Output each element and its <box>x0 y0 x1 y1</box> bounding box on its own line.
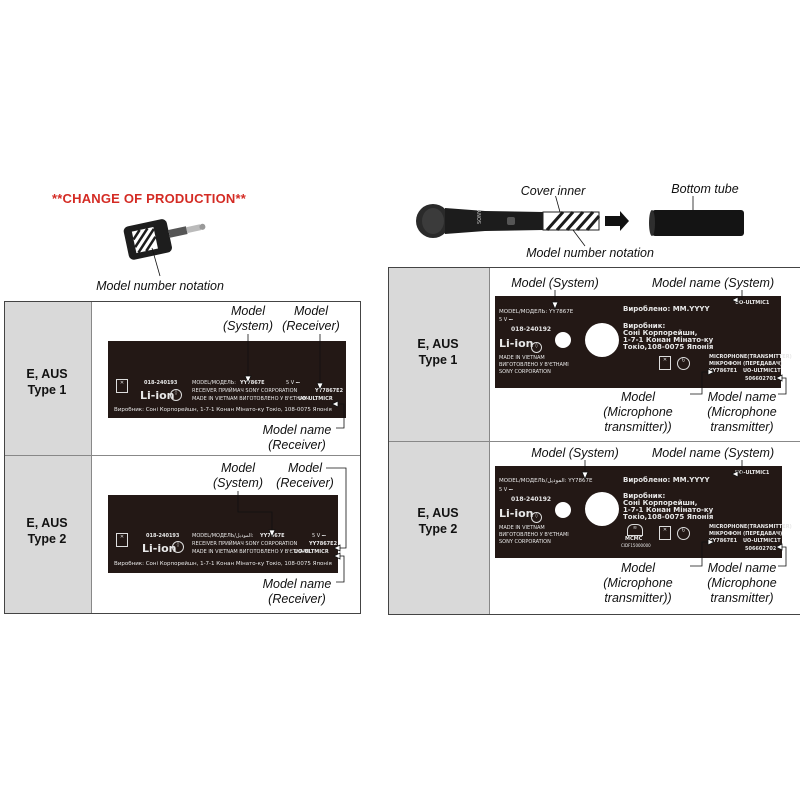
right1-mic-label: MODEL/МОДЕЛЬ: YY7867E 5 V ⎓ 018-240192 L… <box>495 296 792 388</box>
label-hole-small <box>555 332 571 348</box>
right-row1-region: E, AUS Type 1 <box>417 337 459 367</box>
left-row1-header <box>5 302 91 455</box>
right2-callout-model-system: Model (System) <box>531 446 619 460</box>
receiver-model-number-caption: Model number notation <box>96 279 224 293</box>
right2-callout-model-mic: Model (Microphone transmitter)) <box>603 561 673 605</box>
left1-callout-model-system: Model (System) <box>223 304 273 333</box>
left2-callout-model-name: Model name (Receiver) <box>262 577 332 606</box>
label-hole-large <box>585 492 619 526</box>
right2-callout-model-name-system: Model name (System) <box>651 446 775 460</box>
cover-inner-callout: Cover inner <box>520 184 586 198</box>
left-row2-region: E, AUS Type 2 <box>26 516 68 546</box>
left2-callout-model-receiver: Model (Receiver) <box>276 461 334 490</box>
mic-model-number-notation-callout: Model number notation <box>526 246 654 260</box>
bottom-tube-callout: Bottom tube <box>671 182 739 196</box>
label-hole-small <box>555 502 571 518</box>
recycle-icon: ↻ <box>677 357 690 370</box>
recycle-small-icon: ◊ <box>531 342 542 353</box>
left1-receiver-label: 018-240193 MODEL/МОДЕЛЬ: YY7867E 5 V ⎓ R… <box>108 341 346 418</box>
recycle-small-icon: ◊ <box>531 512 542 523</box>
right-row1-header <box>389 268 489 441</box>
recycle-icon: ◊ <box>170 389 182 401</box>
weee-bin-icon: ✕ <box>659 526 671 540</box>
right2-callout-name-mic: Model name (Microphone transmitter) <box>707 561 777 605</box>
right-row2-header <box>389 442 489 614</box>
weee-bin-icon: ✕ <box>659 356 671 370</box>
right1-callout-model-name-system: Model name (System) <box>651 276 775 290</box>
left2-receiver-label: 018-240193 MODEL/МОДЕЛЬ/الموديل: YY7867E… <box>108 495 338 573</box>
recycle-icon: ◊ <box>172 541 184 553</box>
right-row2-region: E, AUS Type 2 <box>417 506 459 536</box>
left1-callout-model-receiver: Model (Receiver) <box>282 304 340 333</box>
weee-bin-icon: ✕ <box>116 533 128 547</box>
recycle-icon: ↻ <box>677 527 690 540</box>
left1-callout-model-name: Model name (Receiver) <box>262 423 332 452</box>
microphone-photo: SONY <box>416 196 744 247</box>
right1-callout-name-mic: Model name (Microphone transmitter) <box>707 390 777 434</box>
left-row1-region: E, AUS Type 1 <box>26 367 68 397</box>
svg-text:SONY: SONY <box>477 209 483 224</box>
change-of-production-banner: **CHANGE OF PRODUCTION** <box>52 191 247 206</box>
left-row2-header <box>5 456 91 613</box>
right2-mic-label: MODEL/МОДЕЛЬ/الموديل: YY7867E 5 V ⎓ 018-… <box>495 466 792 558</box>
mcmc-mark-icon: ≋ <box>627 524 643 536</box>
receiver-photo <box>123 219 206 277</box>
label-hole-large <box>585 323 619 357</box>
right1-callout-model-mic: Model (Microphone transmitter)) <box>603 390 673 434</box>
weee-bin-icon: ✕ <box>116 379 128 393</box>
left2-callout-model-system: Model (System) <box>213 461 263 490</box>
right1-callout-model-system: Model (System) <box>511 276 599 290</box>
